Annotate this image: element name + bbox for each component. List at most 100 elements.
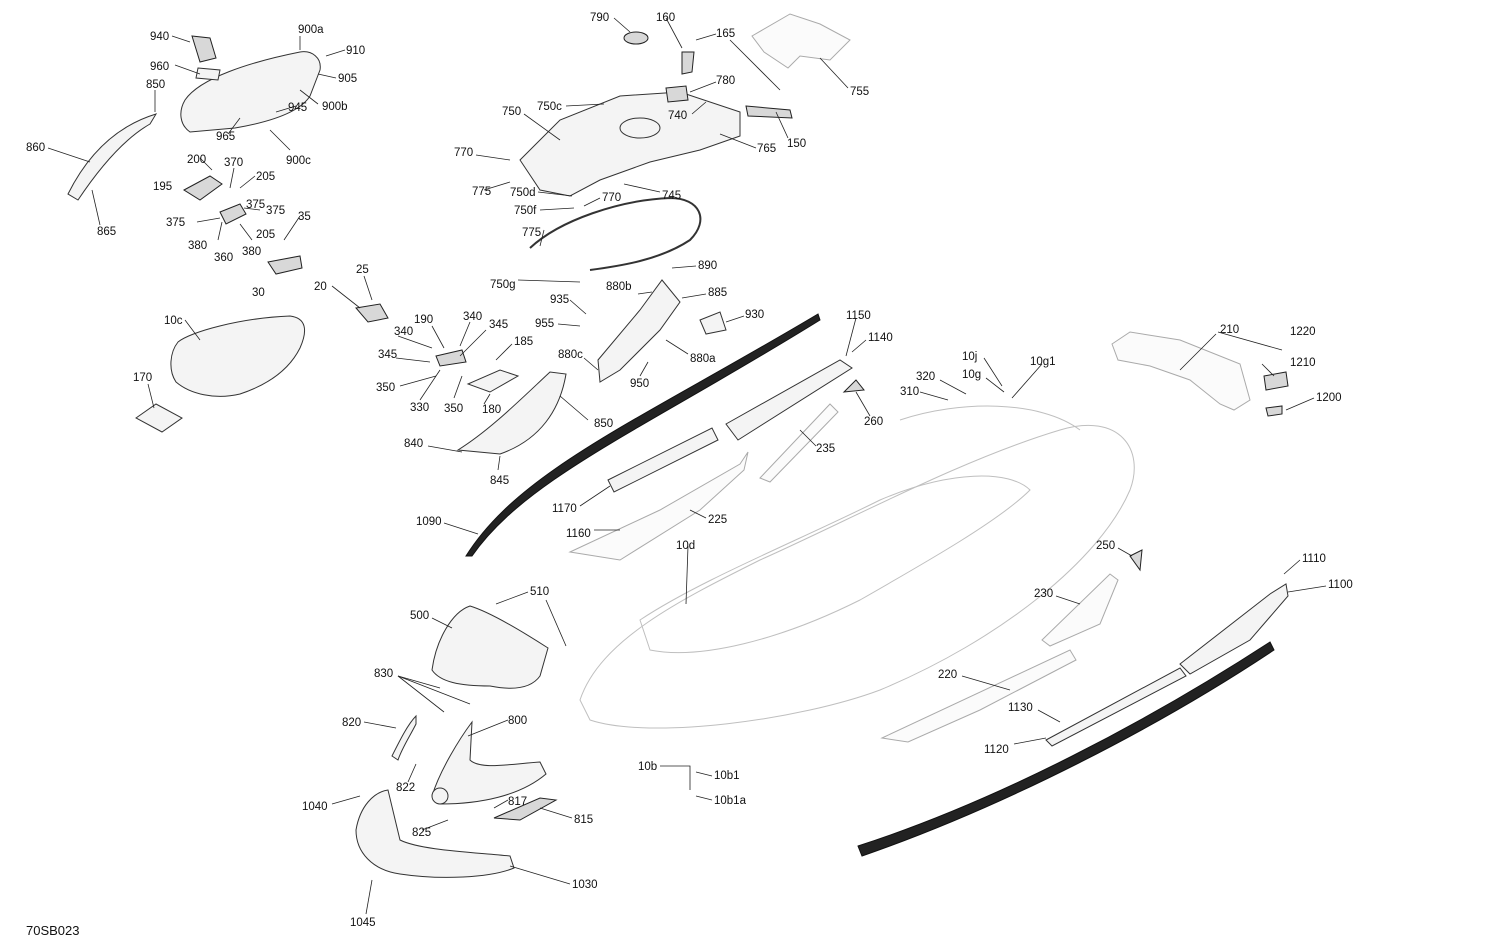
callout: 822	[396, 782, 415, 794]
callout: 380	[242, 246, 261, 258]
callout: 10g1	[1030, 356, 1056, 368]
callout: 230	[1034, 588, 1053, 600]
callout: 10j	[962, 351, 977, 363]
callout: 10b1	[714, 770, 740, 782]
leader-lines	[47, 17, 1327, 915]
callout: 340	[394, 326, 413, 338]
callout: 850	[594, 418, 613, 430]
bumper-light	[431, 787, 449, 805]
callout: 340	[463, 311, 482, 323]
callout: 10b	[638, 761, 657, 773]
callout: 210	[1220, 324, 1239, 336]
callout: 350	[376, 382, 395, 394]
callout: 25	[356, 264, 369, 276]
hull-seat	[639, 475, 1031, 653]
plate-755	[751, 13, 851, 69]
callout: 185	[514, 336, 533, 348]
callout: 830	[374, 668, 393, 680]
callout: 1150	[846, 310, 871, 322]
callout: 370	[224, 157, 243, 169]
callout: 235	[816, 443, 835, 455]
callout: 500	[410, 610, 429, 622]
bumper-1030	[355, 789, 515, 878]
callout: 765	[757, 143, 776, 155]
grip-150	[745, 105, 793, 119]
hull-deck	[899, 405, 1081, 431]
callout: 350	[444, 403, 463, 415]
callout: 345	[489, 319, 508, 331]
decal-235	[759, 403, 839, 483]
callout: 1130	[1008, 702, 1033, 714]
callout: 1045	[350, 917, 376, 929]
callout: 225	[708, 514, 727, 526]
decal-220	[880, 649, 1077, 743]
callout: 960	[150, 61, 169, 73]
piece-250	[1129, 549, 1143, 572]
pad-1120	[1045, 667, 1187, 747]
callout: 885	[708, 287, 727, 299]
callout: 800	[508, 715, 527, 727]
callout: 170	[133, 372, 152, 384]
callout: 955	[535, 318, 554, 330]
callout: 750d	[510, 187, 536, 199]
rub-strip-right	[857, 641, 1275, 857]
callout: 360	[214, 252, 233, 264]
callout: 1040	[302, 801, 328, 813]
callout: 775	[472, 186, 491, 198]
callout: 825	[412, 827, 431, 839]
callout: 10d	[676, 540, 695, 552]
clip-160	[681, 51, 695, 75]
callout: 1090	[416, 516, 442, 528]
callout: 820	[342, 717, 361, 729]
decal-230	[1041, 573, 1119, 647]
callout: 965	[216, 131, 235, 143]
callout: 850	[146, 79, 165, 91]
callout: 220	[938, 669, 957, 681]
piece-260	[842, 379, 865, 393]
callout: 250	[1096, 540, 1115, 552]
callout: 740	[668, 110, 687, 122]
callout: 345	[378, 349, 397, 361]
callout: 865	[97, 226, 116, 238]
callout: 950	[630, 378, 649, 390]
pad-1170	[607, 427, 719, 493]
lock-20	[355, 303, 389, 323]
lid-hinge	[195, 67, 221, 81]
callout: 1170	[552, 503, 577, 515]
pad-1140	[725, 359, 853, 441]
callout: 165	[716, 28, 735, 40]
callout: 775	[522, 227, 541, 239]
callout: 945	[288, 102, 307, 114]
callout: 1120	[984, 744, 1009, 756]
bracket-1210	[1263, 371, 1289, 391]
bracket-380	[219, 203, 247, 225]
callout: 320	[916, 371, 935, 383]
lid-latch	[191, 35, 217, 63]
callout: 1200	[1316, 392, 1342, 404]
callout: 190	[414, 314, 433, 326]
plate-210	[1111, 331, 1251, 411]
bracket-880a	[597, 279, 681, 383]
plate-30	[267, 255, 303, 275]
storage-lid	[180, 51, 321, 133]
callout: 1160	[566, 528, 591, 540]
callout: 940	[150, 31, 169, 43]
callout: 330	[410, 402, 429, 414]
callout: 1220	[1290, 326, 1316, 338]
hull-outline	[579, 424, 1135, 729]
diagram-reference: 70SB023	[26, 923, 80, 938]
callout: 180	[482, 404, 501, 416]
callout: 860	[26, 142, 45, 154]
callout: 880c	[558, 349, 583, 361]
callout: 375	[246, 199, 265, 211]
callout: 200	[187, 154, 206, 166]
callout: 745	[662, 190, 681, 202]
rub-strip-1090	[465, 313, 821, 557]
callout: 10c	[164, 315, 183, 327]
callout: 750	[502, 106, 521, 118]
callout: 1030	[572, 879, 598, 891]
callout: 375	[166, 217, 185, 229]
callout: 750g	[490, 279, 516, 291]
part-shapes	[67, 13, 1289, 878]
